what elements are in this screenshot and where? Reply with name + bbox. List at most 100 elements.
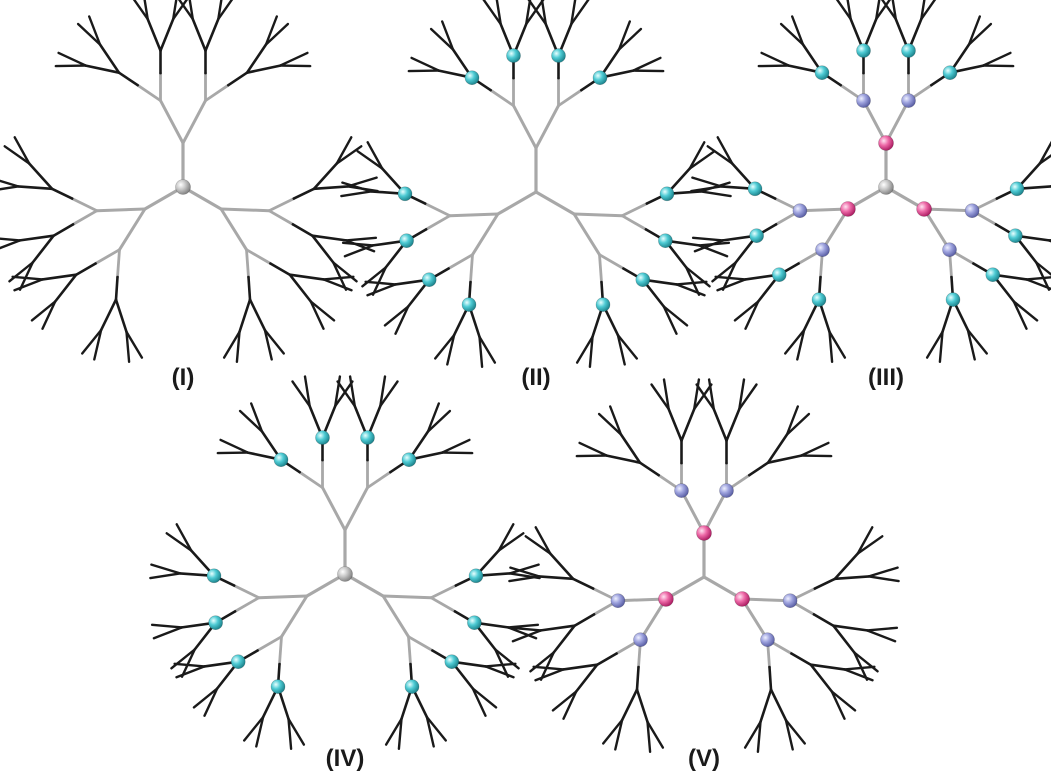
terminal-branch <box>738 378 746 411</box>
dendrimer-IV <box>149 375 541 751</box>
terminal-branch <box>425 715 448 742</box>
terminal-branch <box>920 0 937 21</box>
terminal-branch <box>278 64 312 68</box>
gen3-node <box>399 233 414 249</box>
terminal-branch <box>429 27 455 51</box>
gen3-branch <box>605 454 642 464</box>
terminal-branch <box>853 651 879 673</box>
gen1-node <box>840 201 856 217</box>
terminal-branch <box>255 715 265 748</box>
terminal-branch <box>843 668 874 682</box>
terminal-branch <box>242 715 265 742</box>
terminal-branch <box>165 532 193 552</box>
gen1-branch <box>572 212 624 218</box>
gen3-branch <box>809 663 834 693</box>
gen3-branch <box>311 234 335 264</box>
terminal-branch <box>0 179 20 188</box>
terminal-branch <box>631 56 662 72</box>
gen2-branch-end <box>226 71 249 87</box>
terminal-branch <box>222 330 241 359</box>
terminal-branch <box>1038 140 1051 165</box>
gen2-branch <box>447 253 474 270</box>
gen2-node <box>760 632 775 648</box>
gen3-node <box>315 430 330 445</box>
terminal-branch <box>830 690 857 712</box>
gen3-node <box>230 654 246 669</box>
gen2-branch <box>116 248 121 279</box>
terminal-branch <box>0 239 22 250</box>
terminal-branch <box>1025 278 1051 291</box>
gen1-branch <box>448 212 500 218</box>
terminal-branch <box>575 335 594 364</box>
gen3-branch <box>191 17 207 52</box>
terminal-branch <box>601 718 624 745</box>
gen1-branch <box>381 594 410 639</box>
terminal-branch <box>494 648 510 678</box>
terminal-branch <box>13 136 31 165</box>
terminal-branch <box>348 375 357 408</box>
terminal-branch <box>335 145 363 165</box>
gen2-branch-end <box>117 71 140 87</box>
gen1-branch <box>95 207 147 213</box>
panel-V: (V) <box>508 378 900 772</box>
gen2-branch <box>620 214 648 231</box>
dendrimer-V <box>508 378 900 754</box>
terminal-branch <box>509 626 543 632</box>
gen3-node <box>635 272 651 287</box>
terminal-branch <box>880 0 898 21</box>
gen1-branch <box>821 207 850 252</box>
terminal-branch <box>93 328 103 361</box>
terminal-branch <box>1025 276 1051 281</box>
terminal-branch <box>278 51 309 67</box>
terminal-branch <box>11 275 44 281</box>
gen2-branch <box>366 470 392 489</box>
gen3-branch <box>114 298 128 334</box>
terminal-branch <box>716 136 734 165</box>
terminal-branch <box>433 333 456 360</box>
gen3-node <box>658 233 673 249</box>
gen2-branch <box>94 248 121 265</box>
core-node <box>337 566 353 582</box>
terminal-branch <box>379 380 399 408</box>
gen1-branch <box>572 212 601 257</box>
terminal-branch <box>532 665 565 671</box>
gen3-branch <box>832 624 856 654</box>
terminal-branch <box>57 51 88 67</box>
gen1-branch <box>280 594 309 639</box>
gen3-branch <box>245 64 282 74</box>
terminal-branch <box>407 69 441 73</box>
gen3-branch <box>620 688 639 722</box>
terminal-branch <box>322 275 355 281</box>
terminal-branch <box>511 629 543 643</box>
gen2-node <box>942 242 957 258</box>
gen3-node <box>856 43 871 58</box>
gen2-node <box>610 593 626 609</box>
terminal-branch <box>675 283 706 297</box>
gen2-branch-end <box>595 652 618 666</box>
terminal-branch <box>785 405 800 436</box>
terminal-branch <box>690 185 723 193</box>
gen3-node <box>814 65 830 80</box>
gen3-node <box>464 70 480 85</box>
gen1-branch <box>471 212 500 257</box>
terminal-branch <box>263 328 286 355</box>
gen2-branch <box>557 88 583 107</box>
gen3-branch <box>31 234 55 264</box>
terminal-branch <box>287 717 306 746</box>
terminal-branch <box>177 0 195 21</box>
terminal-branch <box>551 690 578 712</box>
terminal-branch <box>784 718 807 745</box>
gen3-node <box>945 292 961 307</box>
label-II: (II) <box>521 364 550 391</box>
terminal-branch <box>785 412 811 436</box>
gen2-branch-end <box>74 262 97 276</box>
gen2-branch <box>70 197 99 213</box>
gen2-node <box>792 203 808 219</box>
gen3-node <box>659 186 675 202</box>
gen3-branch <box>759 688 773 724</box>
gen3-branch <box>312 162 339 191</box>
terminal-branch <box>149 572 182 580</box>
gen2-node <box>633 632 648 648</box>
terminal-branch <box>756 720 762 754</box>
terminal-branch <box>356 150 384 170</box>
